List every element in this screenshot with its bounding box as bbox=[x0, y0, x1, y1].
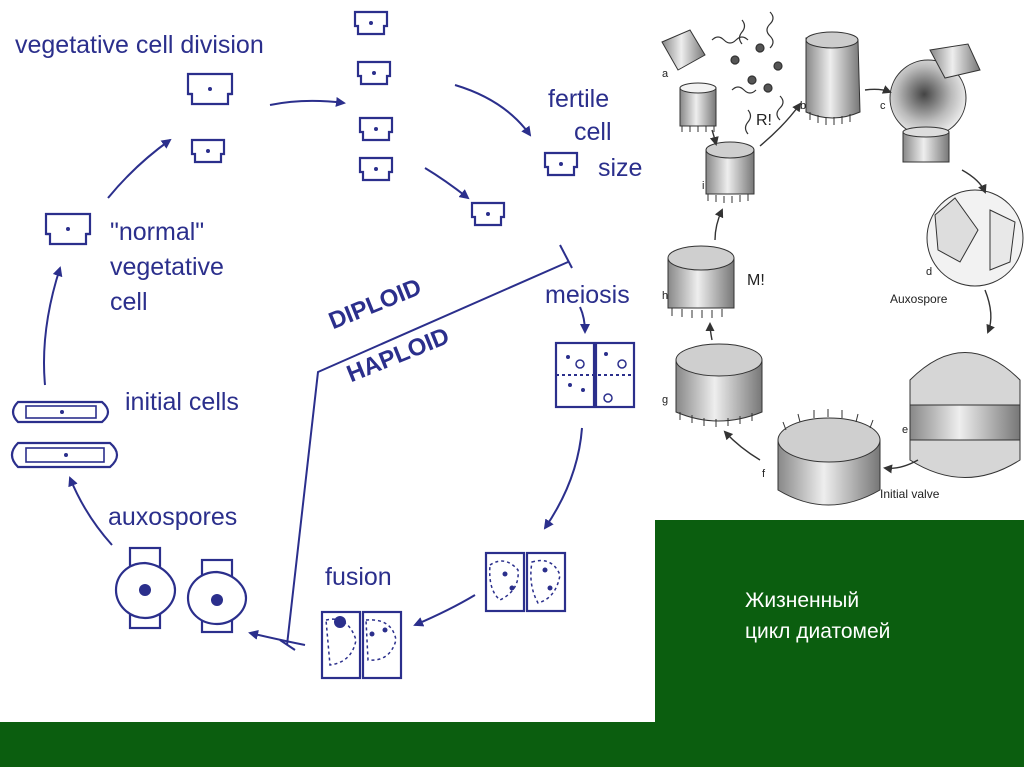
gamete-cells bbox=[484, 551, 567, 613]
auxospore-2 bbox=[186, 558, 248, 634]
caption-line-1: Жизненный bbox=[745, 589, 860, 612]
caption-line-2: цикл диатомей bbox=[745, 620, 891, 643]
initial-cell-1 bbox=[11, 400, 110, 424]
panel-letter-h: h bbox=[662, 290, 669, 302]
meiosis-cells bbox=[554, 341, 636, 409]
panel-letter-g: g bbox=[662, 394, 669, 406]
initial-cell-2 bbox=[10, 441, 119, 469]
panel-letter-c: c bbox=[880, 100, 886, 112]
label-size: size bbox=[598, 154, 643, 182]
label-auxospores: auxospores bbox=[108, 503, 238, 531]
arrow-to-meiosis bbox=[579, 306, 590, 334]
arrow-division bbox=[269, 97, 346, 107]
illustration-panel-g bbox=[675, 343, 763, 427]
fusion-cells bbox=[320, 610, 403, 680]
illustration-panel-a bbox=[661, 29, 717, 132]
label-vegetative: vegetative bbox=[110, 253, 224, 281]
panel-letter-b: b bbox=[800, 100, 807, 112]
illustration-panel-e bbox=[909, 352, 1021, 478]
arrow-meiosis-to-gametes bbox=[543, 427, 583, 530]
panel-letter-d: d bbox=[926, 266, 933, 278]
label-cell: cell bbox=[574, 118, 612, 146]
arrow-to-division bbox=[107, 138, 172, 199]
illustration-gametes bbox=[711, 11, 784, 135]
arrow-to-initial-cells bbox=[68, 476, 113, 546]
slide-caption: Жизненный цикл диатомей bbox=[745, 585, 890, 647]
label-initial-valve: Initial valve bbox=[880, 487, 940, 501]
diatom-illustration bbox=[661, 11, 1024, 506]
arrow-to-fusion bbox=[413, 594, 476, 627]
marker-r: R! bbox=[756, 112, 772, 129]
panel-letter-f: f bbox=[762, 468, 766, 480]
illustration-panel-i bbox=[705, 141, 755, 203]
life-cycle-diagram bbox=[10, 10, 636, 680]
illustration-panel-h bbox=[667, 245, 735, 318]
illustration-panel-d bbox=[926, 189, 1024, 287]
panel-letter-a: a bbox=[662, 68, 669, 80]
arrow-to-auxospores bbox=[248, 629, 306, 646]
illustration-panel-c bbox=[889, 43, 981, 163]
label-vegetative-cell-division: vegetative cell division bbox=[15, 31, 264, 59]
arrow-to-fertile bbox=[454, 84, 532, 137]
label-meiosis: meiosis bbox=[545, 281, 630, 309]
illustration-panel-f bbox=[777, 409, 881, 506]
label-fertile: fertile bbox=[548, 85, 610, 113]
panel-letter-i: i bbox=[702, 180, 705, 192]
label-fusion: fusion bbox=[325, 563, 392, 591]
label-auxospore: Auxospore bbox=[890, 292, 948, 306]
auxospore-1 bbox=[114, 546, 177, 630]
arrow-to-normal-cell bbox=[43, 266, 63, 386]
green-caption-panel bbox=[655, 520, 1024, 767]
marker-m: M! bbox=[747, 272, 765, 289]
panel-letter-e: e bbox=[902, 424, 909, 436]
label-cell-normal: cell bbox=[110, 288, 148, 316]
ploidy-boundary-line bbox=[286, 261, 569, 646]
label-initial-cells: initial cells bbox=[125, 388, 239, 416]
illustration-panel-b bbox=[805, 31, 861, 125]
label-normal: "normal" bbox=[110, 218, 205, 246]
arrow-to-large-cell bbox=[424, 167, 470, 200]
